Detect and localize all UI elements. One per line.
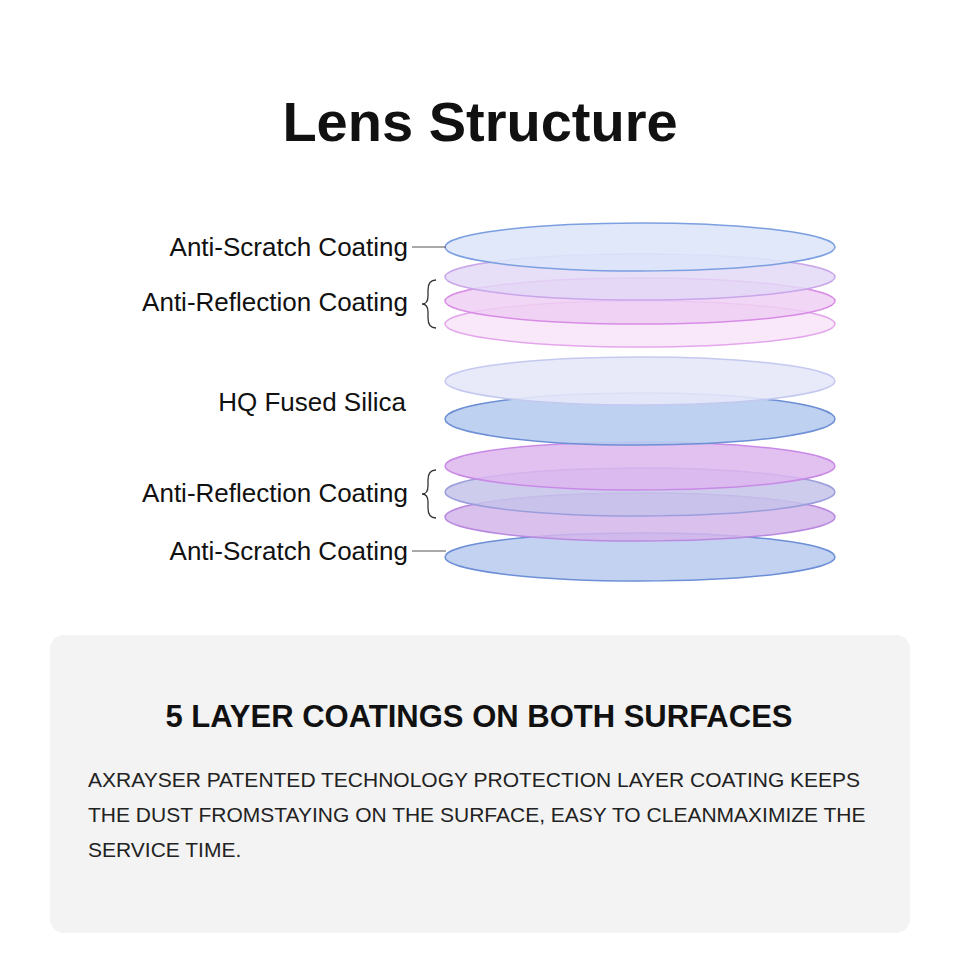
info-panel: 5 LAYER COATINGS ON BOTH SURFACES AXRAYSE… bbox=[50, 635, 910, 933]
brace bbox=[422, 470, 436, 518]
layer-label: Anti-Scratch Coating bbox=[170, 232, 408, 262]
layer-label: HQ Fused Silica bbox=[218, 387, 406, 417]
layer-label: Anti-Reflection Coating bbox=[142, 287, 408, 317]
panel-heading: 5 LAYER COATINGS ON BOTH SURFACES bbox=[88, 698, 870, 736]
leader-line bbox=[412, 551, 446, 552]
layer-label: Anti-Scratch Coating bbox=[170, 536, 408, 566]
layer-label: Anti-Reflection Coating bbox=[142, 478, 408, 508]
lens-layers bbox=[445, 223, 835, 581]
leader-line bbox=[412, 247, 446, 248]
silica-layer bbox=[445, 357, 835, 405]
brace bbox=[422, 280, 436, 328]
scratch-layer bbox=[445, 223, 835, 271]
panel-body: AXRAYSER PATENTED TECHNOLOGY PROTECTION … bbox=[88, 762, 870, 867]
diagram-title: Lens Structure bbox=[0, 88, 960, 156]
reflection-layer bbox=[445, 442, 835, 490]
